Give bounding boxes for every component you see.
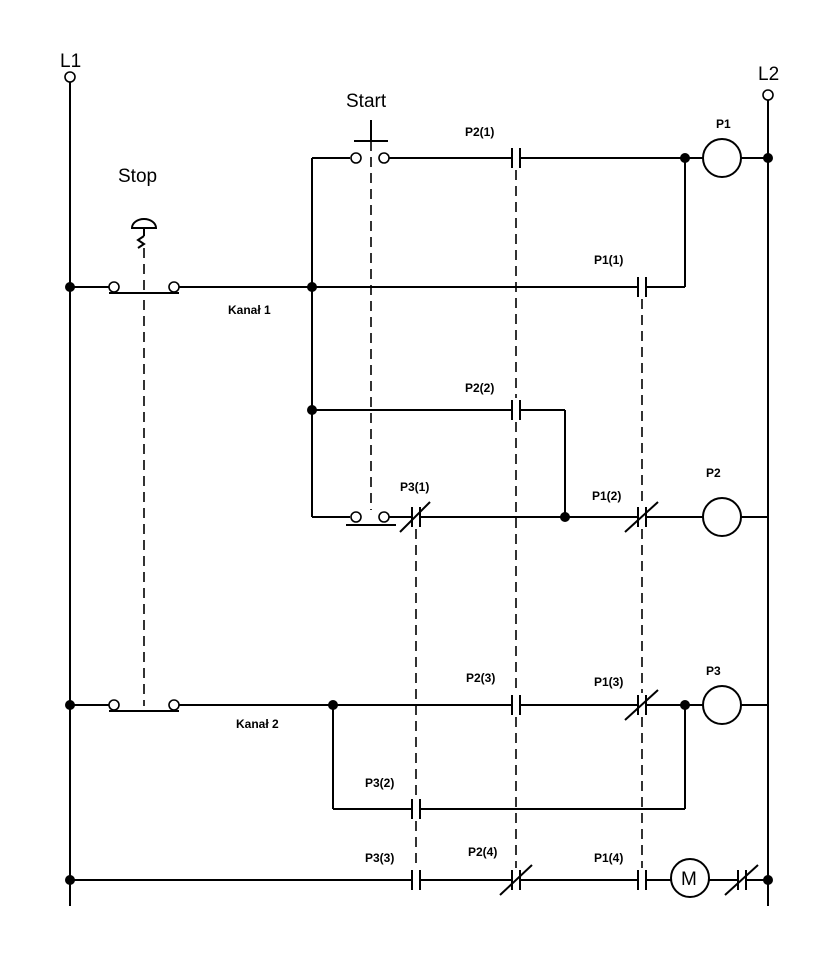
stop-button-ch2 — [108, 699, 180, 712]
contact-p1-3: P1(3) — [594, 675, 703, 721]
contact-p3-2-label: P3(2) — [365, 776, 394, 790]
stop-label: Stop — [118, 166, 157, 187]
start-button — [346, 120, 512, 526]
coil-p2: P2 — [702, 466, 768, 537]
coil-p1-label: P1 — [716, 117, 731, 131]
coil-p1: P1 — [702, 117, 773, 178]
coil-p3-label: P3 — [706, 664, 721, 678]
contact-p3-3: P3(3) — [365, 851, 512, 890]
contact-p1-4-label: P1(4) — [594, 851, 623, 865]
contact-p3-2: P3(2) — [332, 705, 686, 819]
contact-p1-4: P1(4) — [594, 851, 671, 890]
contact-p1-3-label: P1(3) — [594, 675, 623, 689]
contact-p2-4: P2(4) — [468, 845, 638, 896]
contact-p1-2: P1(2) — [592, 489, 703, 533]
contact-p2-3-label: P2(3) — [466, 671, 495, 685]
rail-l1-label: L1 — [60, 51, 81, 72]
rail-l2-label: L2 — [758, 64, 779, 85]
contact-p3-1: P3(1) — [399, 480, 638, 533]
rail-l1: L1 — [60, 51, 81, 906]
contact-p2-1: P2(1) — [465, 125, 703, 168]
coil-p2-label: P2 — [706, 466, 721, 480]
motor-label: M — [681, 869, 697, 890]
contact-p2-3: P2(3) — [466, 671, 638, 715]
contact-p2-2-label: P2(2) — [465, 381, 494, 395]
channel-2-label: Kanał 2 — [236, 717, 279, 731]
channel-1-label: Kanał 1 — [228, 303, 271, 317]
contact-p2-4-label: P2(4) — [468, 845, 497, 859]
stop-button-ch1 — [108, 218, 180, 294]
contact-p2-2: P2(2) — [312, 381, 566, 517]
coil-p3: P3 — [702, 664, 768, 725]
rail-l2: L2 — [758, 64, 779, 906]
contact-p2-1-label: P2(1) — [465, 125, 494, 139]
contact-p3-3-label: P3(3) — [365, 851, 394, 865]
motor-m: M — [670, 858, 738, 898]
overload-contact — [724, 864, 773, 896]
contact-p1-1-label: P1(1) — [594, 253, 623, 267]
contact-p1-2-label: P1(2) — [592, 489, 621, 503]
start-label: Start — [346, 91, 387, 112]
contact-p3-1-label: P3(1) — [400, 480, 429, 494]
contact-p1-1: P1(1) — [594, 158, 686, 297]
